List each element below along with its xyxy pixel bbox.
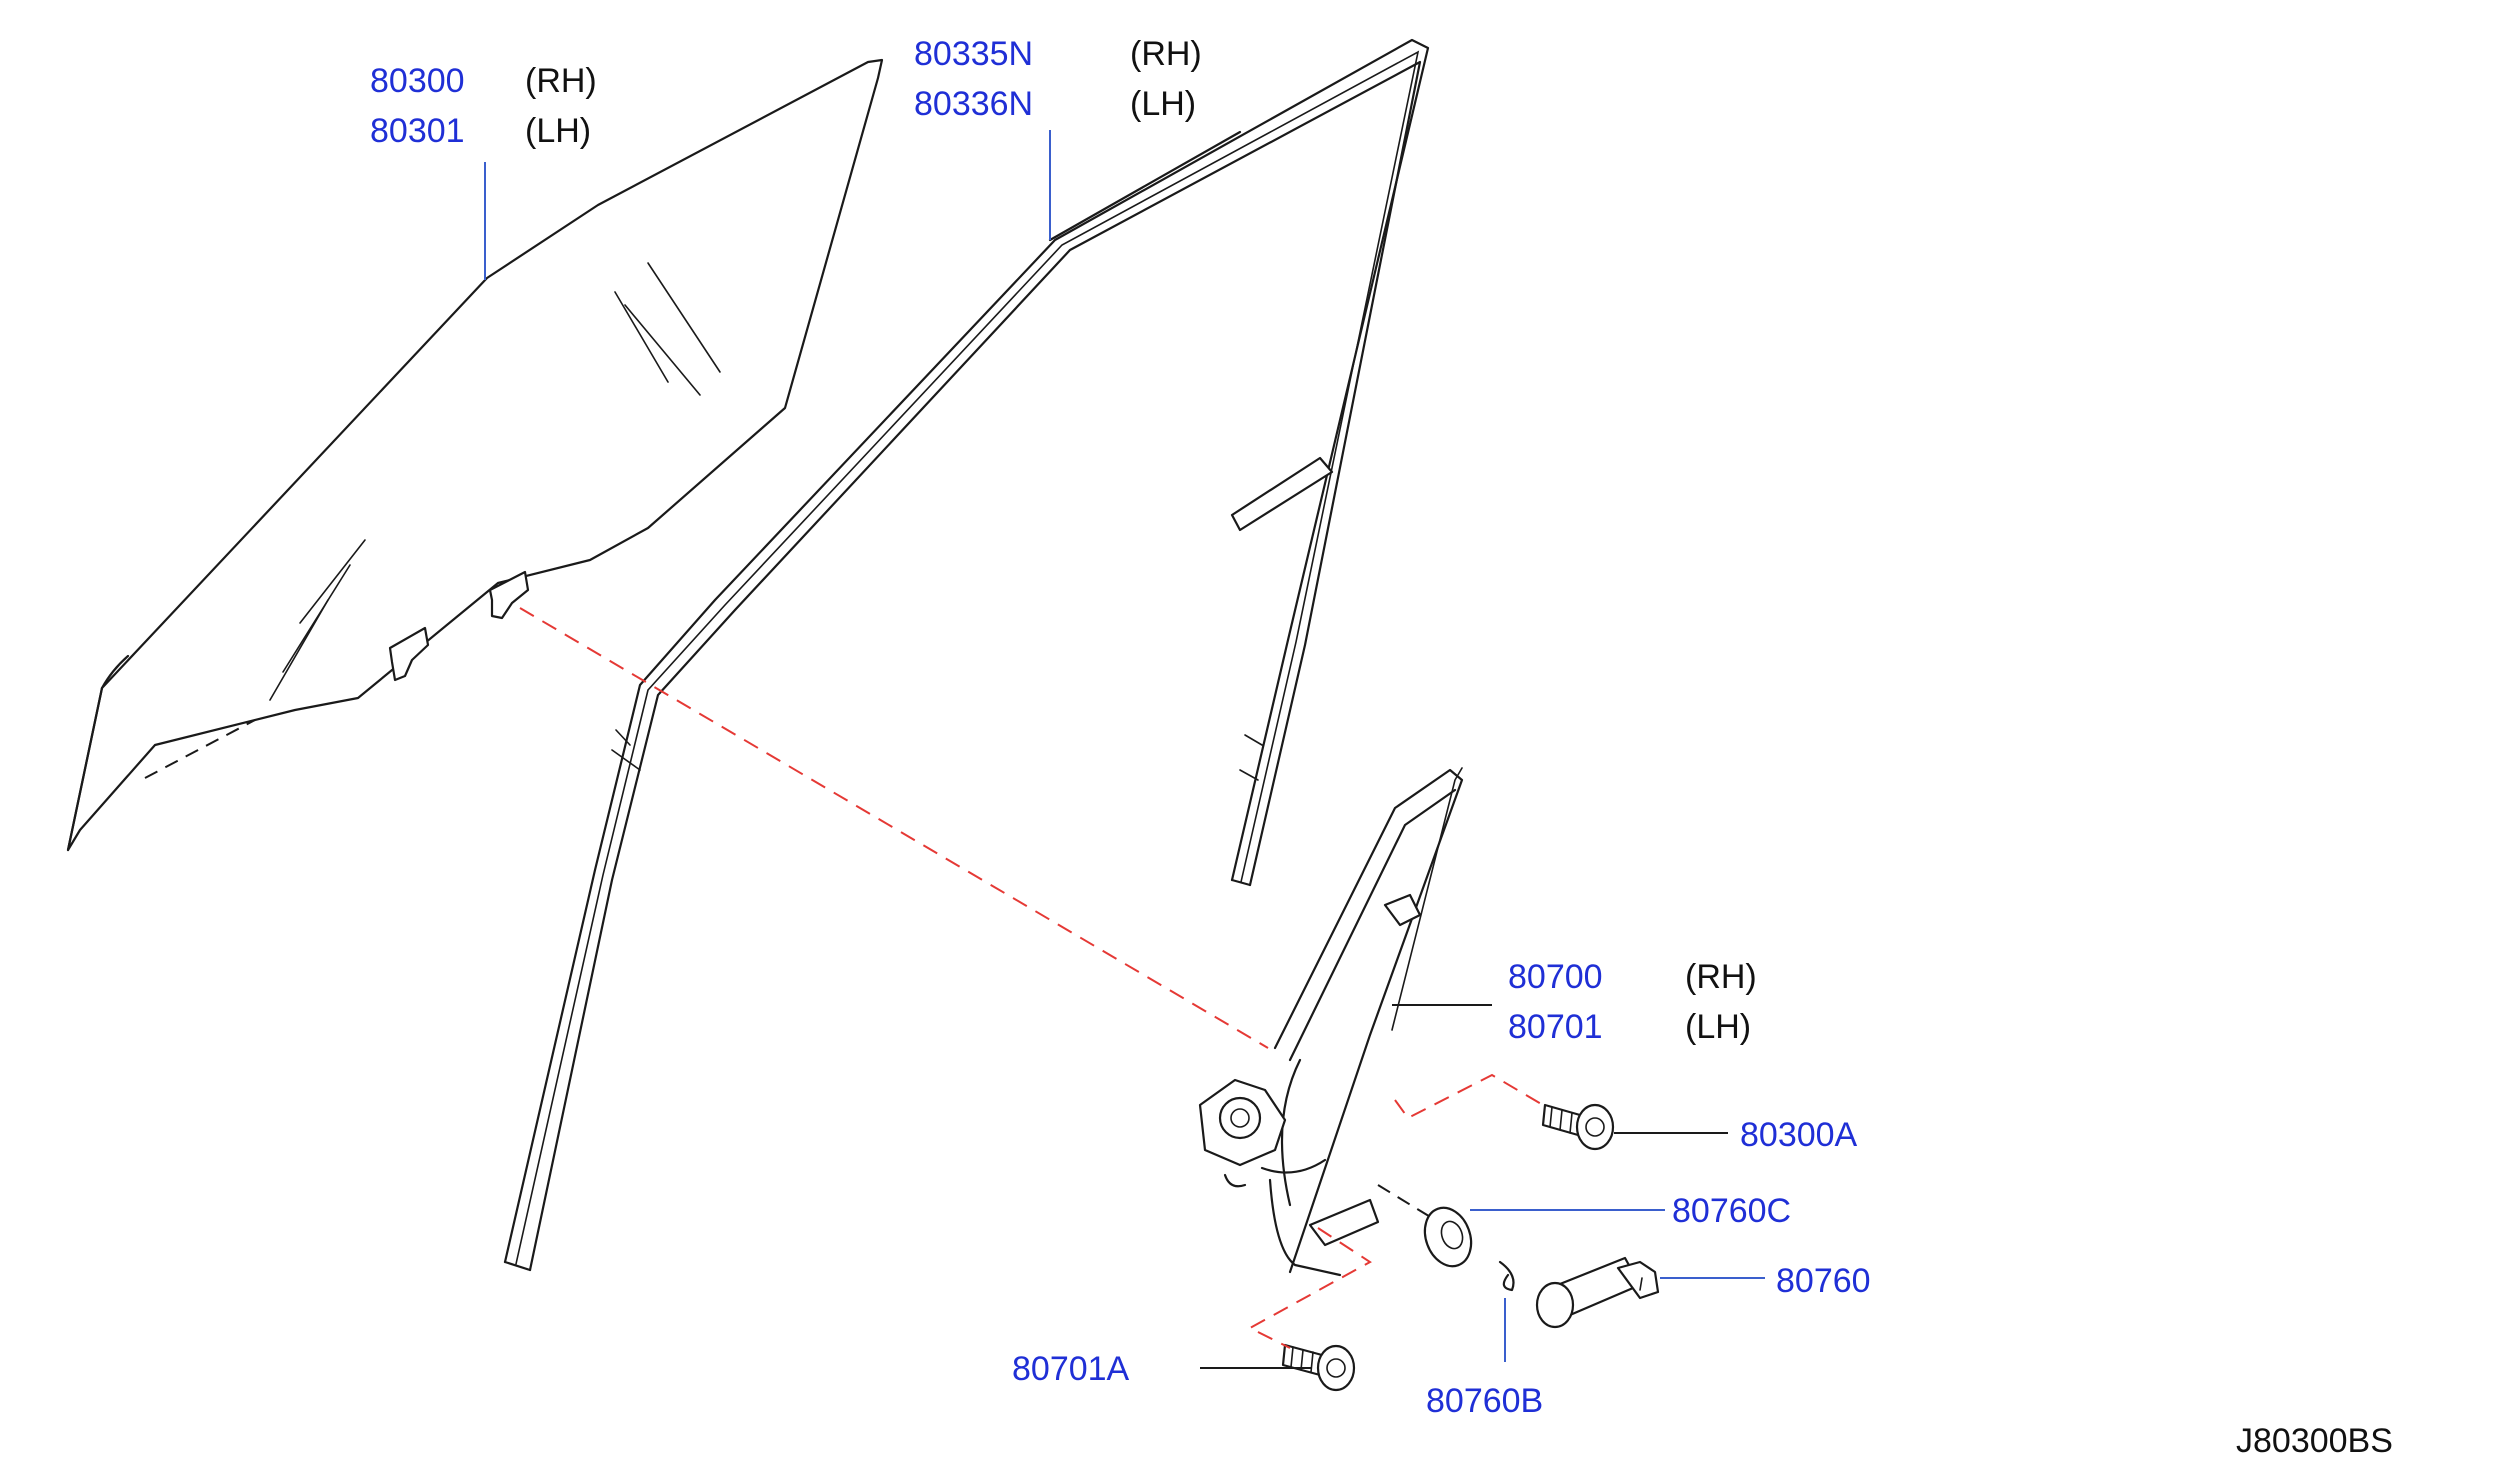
side-lh: (LH) bbox=[525, 112, 591, 150]
glass-run-channel[interactable] bbox=[503, 38, 1430, 1272]
regulator-bolt-upper[interactable] bbox=[1541, 1103, 1615, 1151]
part-number-80335n: 80335N bbox=[914, 35, 1033, 73]
part-number-80701: 80701 bbox=[1508, 1008, 1603, 1046]
label-glass-run: 80335N (RH) 80336N (LH) bbox=[914, 35, 1202, 123]
glass-mounting-clip-front bbox=[388, 626, 430, 682]
part-number-80760: 80760 bbox=[1776, 1262, 1871, 1300]
window-regulator[interactable] bbox=[1198, 767, 1464, 1277]
part-number-80700: 80700 bbox=[1508, 958, 1603, 996]
side-rh: (RH) bbox=[1130, 35, 1202, 73]
mating-lines bbox=[519, 607, 1549, 1349]
handle-clip[interactable] bbox=[1498, 1260, 1515, 1292]
part-number-80301: 80301 bbox=[370, 112, 465, 150]
part-number-80760c: 80760C bbox=[1672, 1192, 1791, 1230]
diagram-code: J80300BS bbox=[2236, 1422, 2393, 1460]
side-lh: (LH) bbox=[1130, 85, 1196, 123]
side-rh: (RH) bbox=[525, 62, 597, 100]
label-regulator: 80700 (RH) 80701 (LH) bbox=[1508, 958, 1757, 1046]
door-glass[interactable] bbox=[66, 58, 884, 852]
part-number-80701a: 80701A bbox=[1012, 1350, 1130, 1388]
part-number-80336n: 80336N bbox=[914, 85, 1033, 123]
regulator-handle[interactable] bbox=[1535, 1256, 1660, 1329]
part-number-80760b: 80760B bbox=[1426, 1382, 1543, 1420]
side-lh: (LH) bbox=[1685, 1008, 1751, 1046]
part-number-80300a: 80300A bbox=[1740, 1116, 1858, 1154]
leader-lines bbox=[484, 130, 1765, 1369]
glass-mounting-clip-rear bbox=[488, 570, 530, 620]
label-glass: 80300 (RH) 80301 (LH) bbox=[370, 62, 597, 150]
part-number-80300: 80300 bbox=[370, 62, 465, 100]
side-rh: (RH) bbox=[1685, 958, 1757, 996]
escutcheon-washer[interactable] bbox=[1417, 1201, 1479, 1272]
